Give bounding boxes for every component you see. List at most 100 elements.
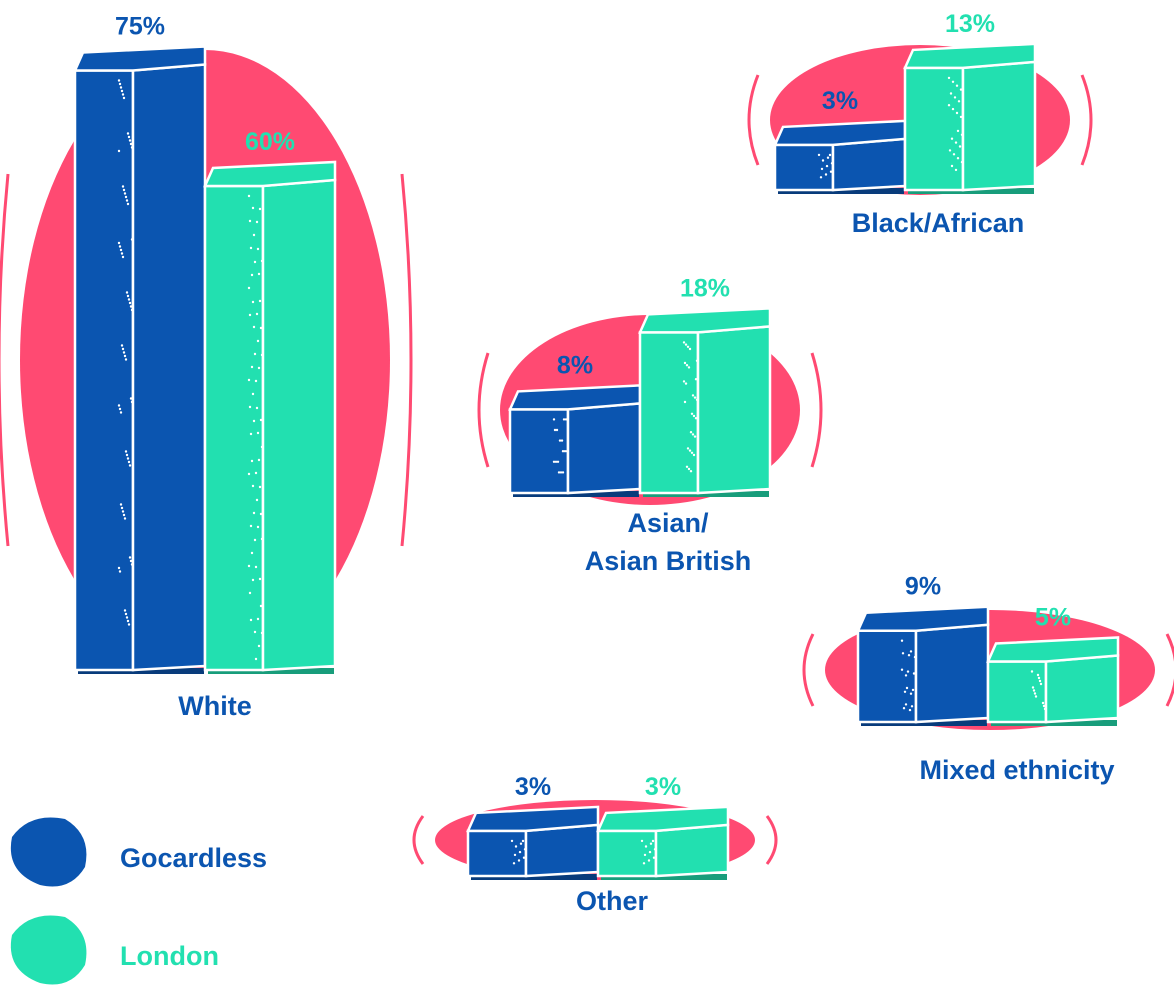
speckle: [552, 418, 556, 421]
speckle: [819, 176, 823, 179]
speckle: [249, 432, 253, 436]
speckle: [690, 412, 694, 415]
speckle: [117, 404, 121, 407]
speckle: [553, 428, 557, 432]
speckle: [695, 359, 699, 362]
speckle: [684, 382, 688, 385]
bar-shadow: [471, 874, 597, 880]
speckle: [564, 418, 568, 421]
speckle: [689, 470, 693, 473]
speckle: [120, 252, 124, 255]
speckle: [121, 185, 125, 188]
bar-front-face: [466, 829, 528, 878]
decorative-stroke: [747, 74, 760, 166]
speckle: [257, 644, 261, 648]
speckle: [260, 631, 264, 635]
speckle: [911, 688, 915, 692]
speckle: [254, 657, 258, 661]
speckle: [640, 839, 644, 843]
speckle: [120, 344, 124, 347]
speckle: [522, 856, 526, 859]
speckle: [947, 76, 951, 80]
speckle: [117, 149, 121, 153]
speckle: [960, 160, 964, 164]
bar-front-face: [773, 143, 835, 192]
bar-shadow: [513, 491, 639, 497]
speckle: [251, 206, 255, 210]
speckle: [250, 551, 254, 555]
speckle: [256, 339, 260, 343]
speckle: [956, 157, 960, 160]
speckle: [129, 142, 133, 146]
speckle: [128, 464, 132, 467]
speckle: [647, 859, 651, 862]
speckle: [905, 686, 909, 690]
speckle: [127, 298, 131, 301]
speckle: [955, 84, 959, 87]
speckle: [953, 96, 957, 99]
speckle: [960, 133, 964, 136]
speckle: [118, 407, 122, 411]
speckle: [124, 612, 128, 616]
speckle: [690, 451, 694, 454]
bar-front-face: [856, 629, 918, 724]
speckle: [954, 141, 958, 144]
speckle: [1038, 679, 1042, 683]
speckle: [950, 137, 954, 140]
speckle: [821, 159, 825, 162]
speckle: [122, 513, 126, 517]
bar-side-face: [131, 63, 207, 672]
speckle: [518, 850, 522, 854]
speckle: [820, 167, 824, 171]
speckle: [118, 82, 122, 86]
speckle: [950, 164, 954, 168]
speckle: [249, 618, 253, 622]
speckle: [121, 347, 125, 351]
bar-shadow: [861, 720, 987, 726]
speckle: [519, 842, 523, 845]
speckle: [652, 856, 656, 859]
speckle: [123, 354, 127, 358]
speckle: [259, 326, 263, 330]
speckle: [685, 465, 689, 468]
speckle: [260, 445, 264, 449]
speckle: [122, 96, 126, 100]
speckle: [1033, 692, 1037, 695]
bar-front-face: [508, 408, 570, 495]
speckle: [130, 400, 134, 404]
category-label: Asian/: [627, 508, 709, 538]
speckle: [126, 202, 130, 206]
speckle: [1041, 701, 1045, 705]
speckle: [256, 431, 260, 435]
speckle: [258, 577, 262, 581]
speckle: [959, 115, 963, 119]
speckle: [252, 233, 256, 237]
speckle: [260, 537, 264, 541]
speckle: [255, 312, 259, 316]
speckle: [129, 305, 133, 308]
speckle: [125, 616, 129, 619]
category-label: Black/African: [852, 208, 1025, 238]
speckle: [250, 459, 254, 463]
speckle: [825, 164, 829, 168]
speckle: [1043, 707, 1047, 711]
speckle: [1032, 689, 1036, 692]
decorative-stroke: [802, 633, 815, 707]
speckle: [125, 453, 129, 457]
speckle: [685, 364, 689, 367]
bar-top-face: [596, 805, 730, 833]
speckle: [130, 146, 134, 149]
speckle: [947, 104, 951, 107]
decorative-stroke: [1080, 74, 1093, 166]
speckle: [824, 173, 828, 176]
speckle: [130, 308, 134, 312]
bar-shadow: [908, 188, 1034, 194]
speckle: [563, 450, 567, 453]
speckle: [692, 453, 696, 457]
speckle: [256, 617, 260, 621]
speckle: [251, 484, 255, 488]
speckle: [248, 405, 252, 409]
speckle: [126, 132, 130, 135]
speckle: [554, 460, 558, 463]
